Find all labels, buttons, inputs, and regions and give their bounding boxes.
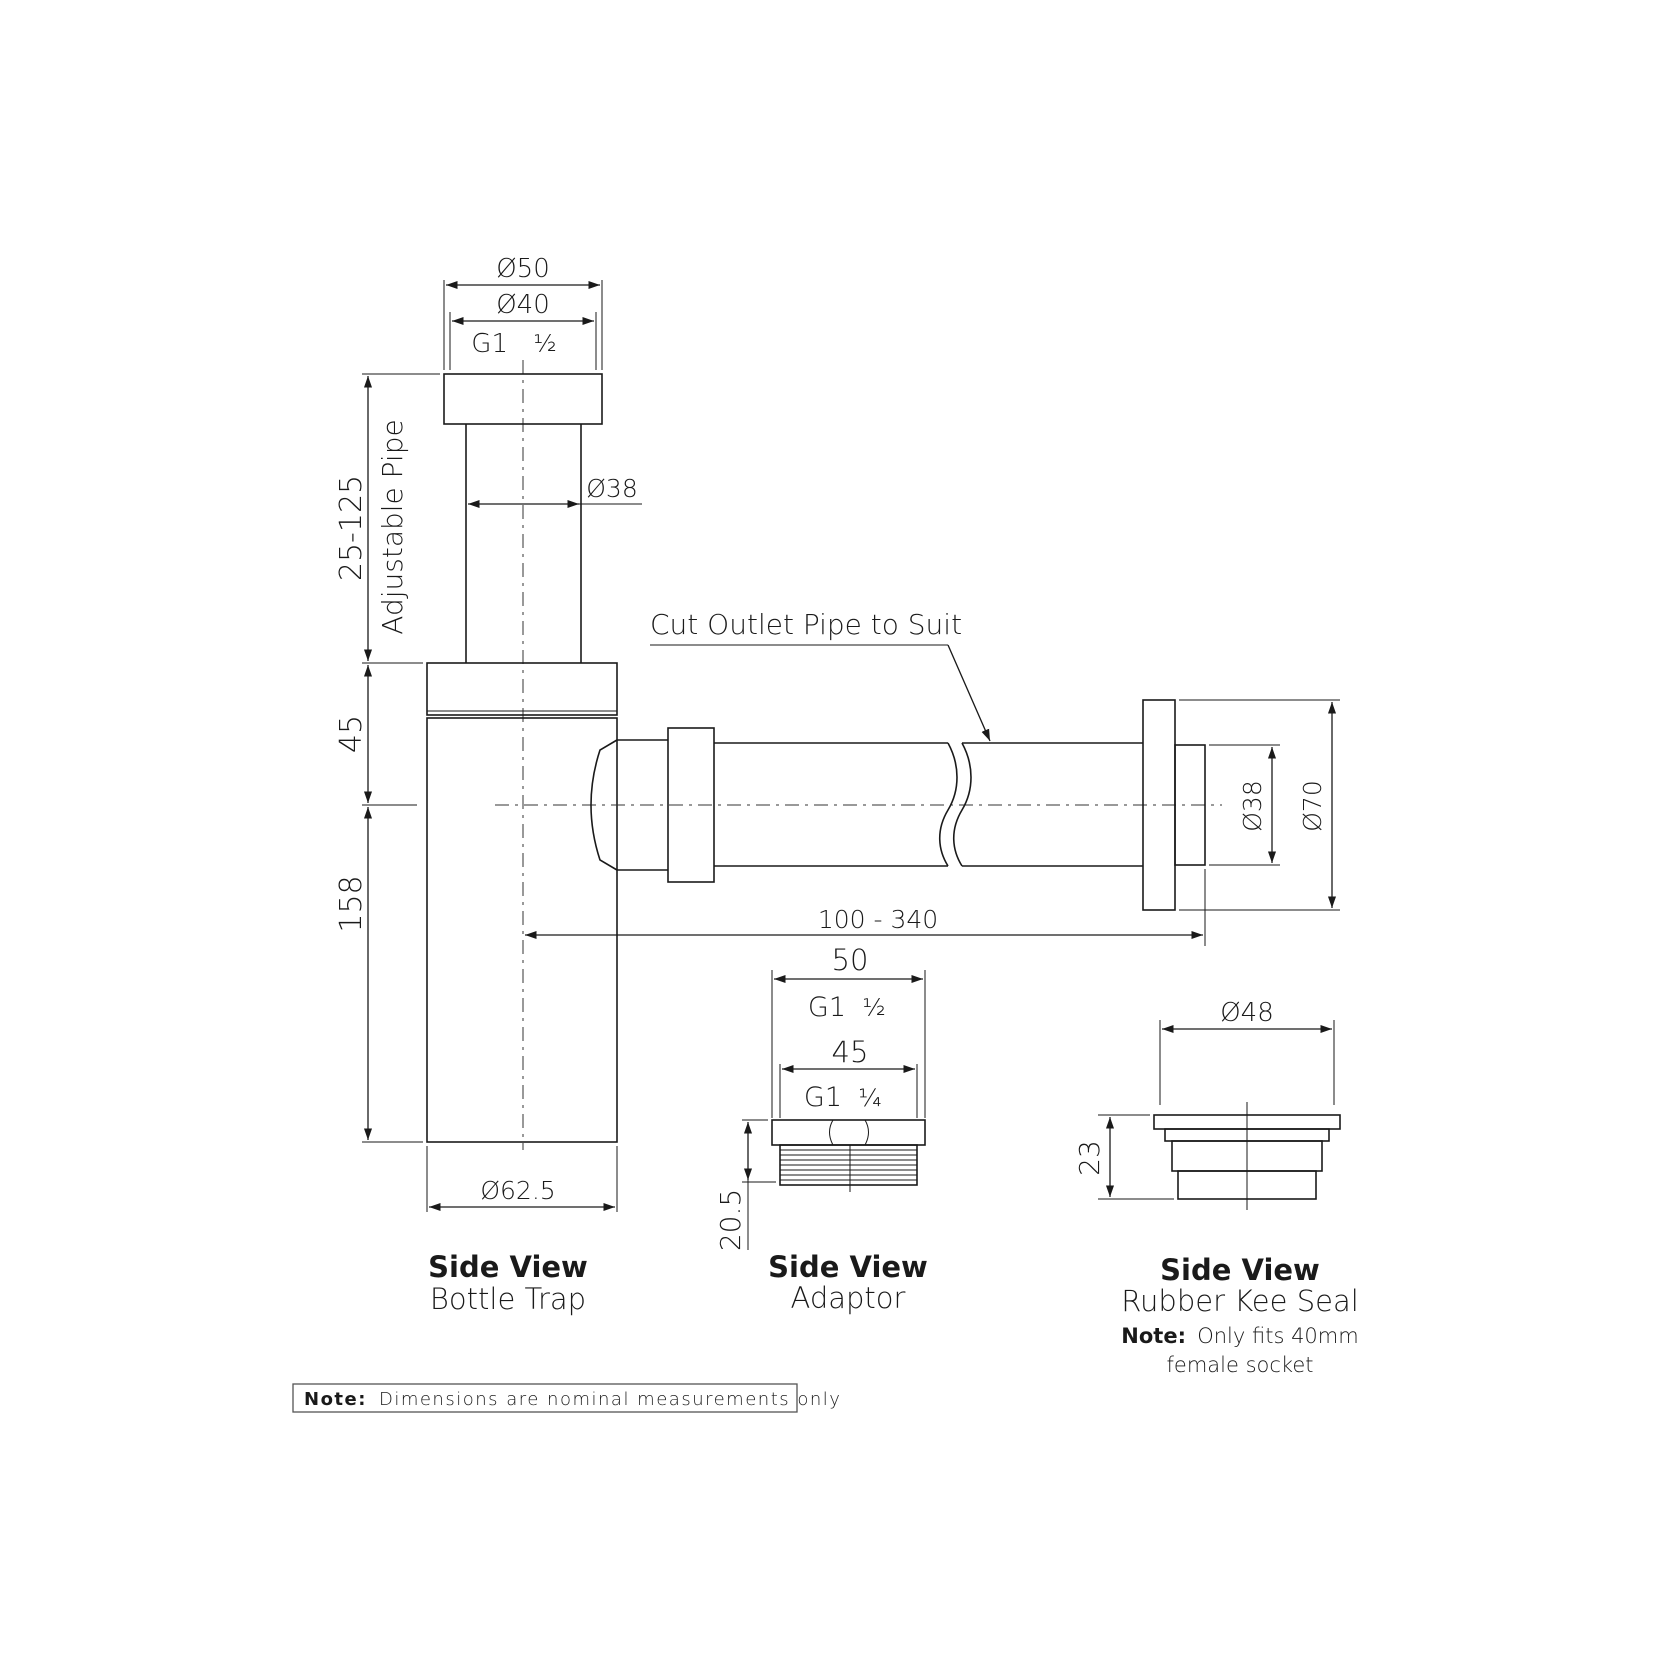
dim-top-inner: Ø40	[496, 290, 550, 320]
dim-outlet-flange: Ø70	[1298, 780, 1327, 832]
dim-outlet-length: 100 - 340	[818, 905, 938, 934]
dim-adaptor-inner-thread-fraction: ¼	[858, 1084, 881, 1112]
trap-body	[426, 717, 618, 1143]
dim-seal-height: 23	[1073, 1140, 1106, 1176]
bottle-trap-subtitle: Bottle Trap	[430, 1282, 586, 1316]
seal-subtitle: Rubber Kee Seal	[1121, 1284, 1359, 1318]
dim-adaptor-inner: 45	[832, 1035, 869, 1069]
dim-pipe-diameter: Ø38	[586, 474, 638, 503]
dim-seal-diameter: Ø48	[1220, 998, 1274, 1028]
seal-title: Side View	[1160, 1253, 1320, 1287]
dim-adjustable-value: 25-125	[334, 475, 369, 581]
dim-outlet-pipe: Ø38	[1238, 780, 1267, 832]
top-nut	[443, 373, 603, 425]
dim-adaptor-outer: 50	[832, 943, 869, 977]
adaptor-drawing: 50 G1 ½ 45 G1 ¼ 20.5 Side View Adapt	[714, 943, 928, 1315]
dim-adaptor-inner-thread: G1	[804, 1082, 842, 1113]
pipe-break-left	[938, 742, 958, 867]
adaptor-subtitle: Adaptor	[791, 1281, 906, 1315]
adaptor-hex	[771, 1119, 926, 1146]
seal-note-line1: Only fits 40mm	[1197, 1324, 1359, 1348]
pipe-break-right	[952, 742, 972, 867]
seal-note-label: Note:	[1121, 1324, 1186, 1348]
outlet-nut	[667, 727, 715, 883]
adaptor-thread-lines	[780, 1149, 917, 1181]
bottle-trap-title: Side View	[428, 1250, 588, 1284]
dim-body-lower: 158	[334, 875, 369, 932]
dim-adaptor-outer-thread: G1	[808, 992, 846, 1023]
dim-body-upper: 45	[334, 715, 369, 753]
adaptor-title: Side View	[768, 1250, 928, 1284]
outlet-drawing: Cut Outlet Pipe to Suit Ø38 Ø70 100 - 34…	[495, 608, 1340, 946]
dim-adaptor-height: 20.5	[714, 1189, 747, 1251]
footer-note-label: Note:	[304, 1389, 367, 1410]
outlet-callout: Cut Outlet Pipe to Suit	[650, 608, 962, 641]
footer-note-body: Dimensions are nominal measurements only	[379, 1389, 841, 1410]
seal-note: Note: Only fits 40mm	[1121, 1324, 1358, 1348]
outlet-spigot	[1174, 744, 1206, 866]
dim-top-thread-fraction: ½	[533, 330, 556, 358]
footer-note-text: Note: Dimensions are nominal measurement…	[304, 1389, 841, 1410]
dim-body-diameter: Ø62.5	[480, 1176, 555, 1205]
dim-top-outer: Ø50	[496, 254, 550, 284]
dim-adjustable-label: Adjustable Pipe	[376, 419, 409, 634]
seal-note-line2: female socket	[1167, 1353, 1314, 1377]
dim-top-thread: G1	[471, 329, 508, 359]
body-collar	[426, 662, 618, 716]
seal-drawing: Ø48 23 Side View Rubber Kee Seal Note: O…	[1073, 998, 1359, 1377]
footer-note: Note: Dimensions are nominal measurement…	[292, 1383, 841, 1413]
bottle-trap-drawing: Ø50 Ø40 G1 ½ Ø38 25-125 Adjustable Pipe …	[334, 254, 642, 1316]
dim-adaptor-outer-thread-fraction: ½	[862, 994, 885, 1022]
footer-note-box	[292, 1383, 798, 1413]
